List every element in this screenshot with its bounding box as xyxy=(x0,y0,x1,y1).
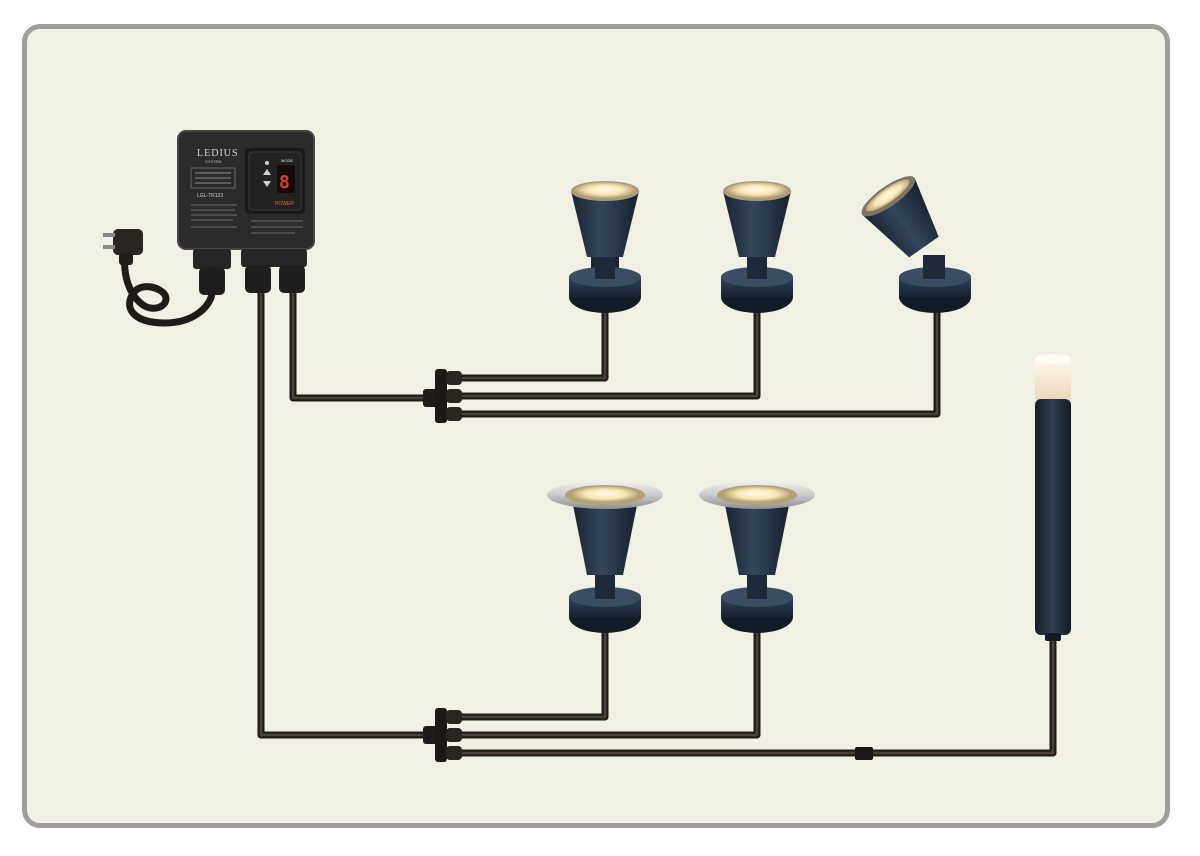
splitter-upper xyxy=(423,369,462,423)
fine-print xyxy=(191,204,303,234)
segment-display: 8 xyxy=(279,172,290,193)
cables xyxy=(121,251,1057,757)
wiring-diagram: 8 MODE POWER LEDIUS SYSTEM LGL-TR123 xyxy=(103,130,1071,762)
brand-sub: SYSTEM xyxy=(205,159,221,164)
power-label: POWER xyxy=(275,201,294,207)
indicator-icon xyxy=(265,161,269,165)
brand-logo: LEDIUS xyxy=(197,148,239,159)
down-arrow-icon[interactable] xyxy=(263,181,271,187)
flanged-spotlight-1 xyxy=(547,481,663,633)
power-plug xyxy=(103,229,143,265)
model-number: LGL-TR123 xyxy=(197,193,223,199)
splitter-lower xyxy=(423,708,462,762)
jack-output-1 xyxy=(245,265,271,293)
spec-lines xyxy=(195,172,231,184)
cable-lower-feed xyxy=(257,286,439,739)
panel-label: MODE xyxy=(281,158,293,163)
spotlight-1 xyxy=(569,181,641,313)
up-arrow-icon[interactable] xyxy=(263,169,271,175)
angled-spotlight xyxy=(861,176,971,313)
cable-upper-feed xyxy=(289,286,439,402)
pole-light xyxy=(1035,354,1071,641)
transformer-unit: 8 MODE POWER LEDIUS SYSTEM LGL-TR123 xyxy=(177,130,315,295)
jack-power xyxy=(199,267,225,295)
spotlight-2 xyxy=(721,181,793,313)
jack-output-2 xyxy=(279,265,305,293)
diagram-frame: 8 MODE POWER LEDIUS SYSTEM LGL-TR123 xyxy=(22,24,1170,828)
flanged-spotlight-2 xyxy=(699,481,815,633)
cable-joint xyxy=(855,747,873,760)
spec-box xyxy=(190,167,236,189)
